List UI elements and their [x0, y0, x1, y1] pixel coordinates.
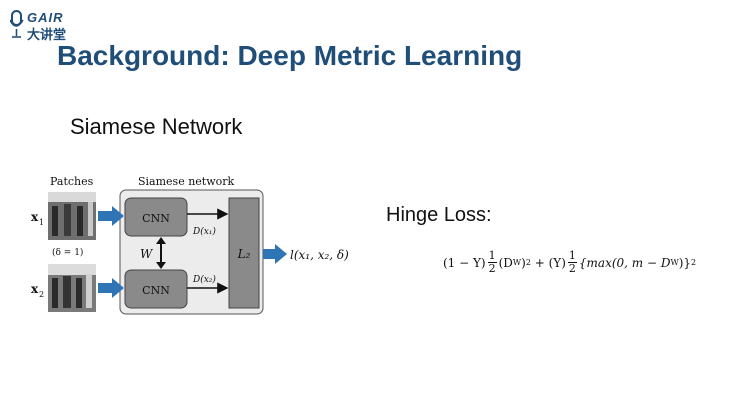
input-arrow-top	[98, 206, 124, 226]
formula-part: (1 − Y)	[443, 255, 486, 270]
fraction-denominator: 2	[568, 262, 576, 275]
logo-line2: 大讲堂	[27, 27, 66, 43]
formula-superscript: 2	[525, 258, 531, 267]
formula-superscript: 2	[691, 258, 697, 267]
patches-label: Patches	[50, 175, 94, 188]
shared-weight-arrow	[156, 237, 166, 269]
fraction-numerator: 1	[487, 249, 497, 263]
fraction-numerator: 1	[567, 249, 577, 263]
d2-label: D(x₂)	[192, 274, 216, 285]
delta-label: (δ = 1)	[52, 247, 83, 258]
logo-line1: GAIR	[27, 10, 64, 25]
x2-subscript: 2	[39, 290, 44, 299]
fraction-half-1: 1 2	[487, 249, 497, 275]
formula-part: )}	[678, 255, 692, 270]
l2-block	[228, 197, 260, 309]
network-label: Siamese network	[138, 175, 235, 188]
slide-title: Background: Deep Metric Learning	[57, 40, 523, 71]
gair-logo: GAIR 大讲堂	[10, 8, 90, 48]
fraction-denominator: 2	[488, 262, 496, 275]
patch-image-2	[48, 264, 96, 312]
loss-label: l(x₁, x₂, δ)	[290, 248, 349, 262]
x2-label: x	[31, 282, 39, 296]
formula-part: (D	[498, 255, 513, 270]
cnn-bottom-label: CNN	[142, 284, 170, 297]
microphone-icon	[10, 10, 24, 38]
w-label: W	[140, 247, 154, 261]
output-arrow	[263, 244, 287, 264]
siamese-diagram: Patches Siamese network x 1 x 2 (δ = 1) …	[31, 175, 349, 315]
fraction-half-2: 1 2	[567, 249, 577, 275]
formula-subscript: W	[512, 258, 522, 267]
patch-image-1	[48, 192, 96, 240]
cnn-box-bottom	[124, 269, 188, 309]
formula-part: {max(0, m − D	[578, 255, 671, 270]
slide-subtitle: Siamese Network	[70, 114, 243, 139]
hinge-loss-label: Hinge Loss:	[386, 204, 492, 226]
x1-subscript: 1	[39, 218, 44, 227]
formula-part: )	[521, 255, 526, 270]
cnn-box-top	[124, 197, 188, 237]
d1-label: D(x₁)	[192, 226, 216, 237]
x1-label: x	[31, 210, 39, 224]
l2-label: L₂	[237, 247, 251, 261]
input-arrow-bottom	[98, 278, 124, 298]
formula-part: + (Y)	[530, 255, 566, 270]
formula-subscript: W	[670, 258, 679, 267]
cnn-top-label: CNN	[142, 212, 170, 225]
